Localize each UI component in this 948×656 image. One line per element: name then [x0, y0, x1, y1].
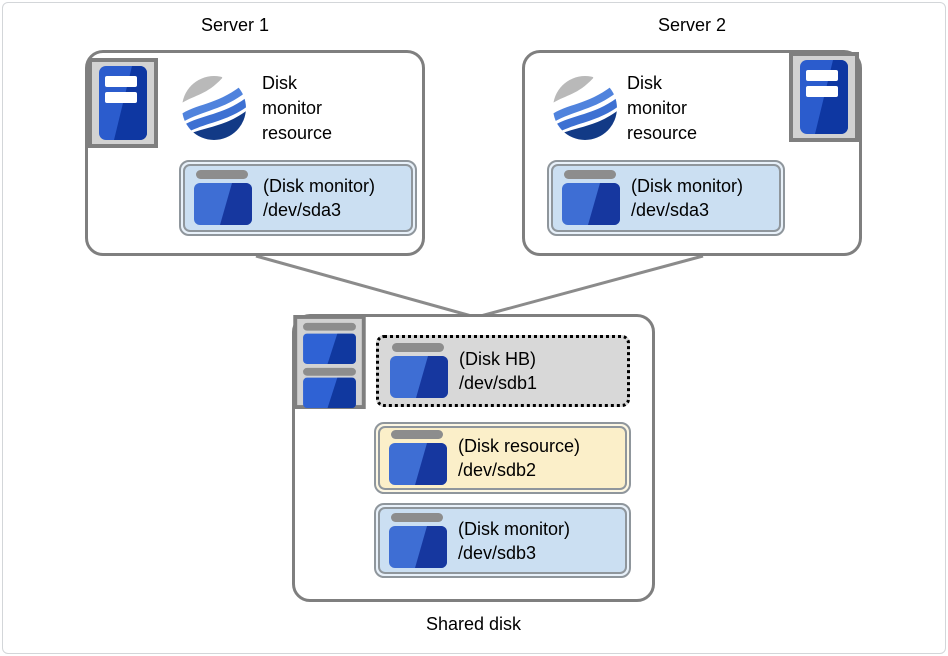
disk-icon: [389, 430, 447, 486]
connector-server1-shared: [255, 254, 476, 319]
server2-title: Server 2: [657, 15, 727, 35]
disk-monitor-item-text: (Disk monitor) /dev/sda3: [631, 174, 743, 222]
disk-monitor-partition: (Disk monitor) /dev/sdb3: [374, 503, 631, 578]
disk-resource-inner: (Disk resource) /dev/sdb2: [378, 426, 627, 490]
item-device: /dev/sdb3: [458, 542, 537, 563]
shared-disk-icon: [293, 315, 366, 409]
disk-monitor-item-inner: (Disk monitor) /dev/sda3: [551, 164, 781, 232]
disk-icon: [562, 170, 620, 226]
resource-label: Disk monitor resource: [262, 73, 333, 143]
disk-monitor-item: (Disk monitor) /dev/sda3: [547, 160, 785, 236]
item-name: (Disk HB): [459, 349, 536, 369]
disk-monitor-item-inner: (Disk monitor) /dev/sda3: [183, 164, 413, 232]
item-device: /dev/sdb1: [459, 373, 538, 393]
disk-resource-text: (Disk resource) /dev/sdb2: [458, 434, 580, 482]
item-name: (Disk monitor): [631, 176, 744, 196]
server2-box: Disk monitor resource (Disk monitor) /de…: [522, 50, 862, 256]
server-tower-icon: [88, 58, 158, 148]
server-tower-icon: [789, 52, 859, 142]
disk-icon: [390, 343, 448, 399]
item-device: /dev/sda3: [631, 200, 710, 220]
connector-server2-shared: [476, 254, 704, 319]
resource-label: Disk monitor resource: [627, 73, 698, 143]
item-name: (Disk monitor): [263, 176, 376, 196]
item-name: (Disk monitor): [458, 518, 571, 539]
disk-monitor-item: (Disk monitor) /dev/sda3: [179, 160, 417, 236]
disk-resource-partition: (Disk resource) /dev/sdb2: [374, 422, 631, 494]
disk-icon: [389, 513, 447, 569]
disk-hb-partition: (Disk HB) /dev/sdb1: [376, 335, 630, 407]
disk-monitor-inner: (Disk monitor) /dev/sdb3: [378, 507, 627, 574]
disk-hb-text: (Disk HB) /dev/sdb1: [459, 347, 537, 395]
disk-monitor-resource-icon: [551, 74, 619, 142]
item-device: /dev/sdb2: [458, 460, 537, 480]
disk-monitor-item-text: (Disk monitor) /dev/sda3: [263, 174, 375, 222]
server1-box: Disk monitor resource (Disk monitor) /de…: [85, 50, 425, 256]
server1-title: Server 1: [200, 15, 270, 35]
disk-monitor-text: (Disk monitor) /dev/sdb3: [458, 517, 570, 565]
disk-icon: [194, 170, 252, 226]
disk-monitor-resource-icon: [180, 74, 248, 142]
item-name: (Disk resource): [458, 436, 581, 456]
shared-disk-box: (Disk HB) /dev/sdb1 (Disk resource) /dev…: [292, 314, 655, 602]
shared-disk-label: Shared disk: [425, 614, 522, 634]
item-device: /dev/sda3: [263, 200, 342, 220]
